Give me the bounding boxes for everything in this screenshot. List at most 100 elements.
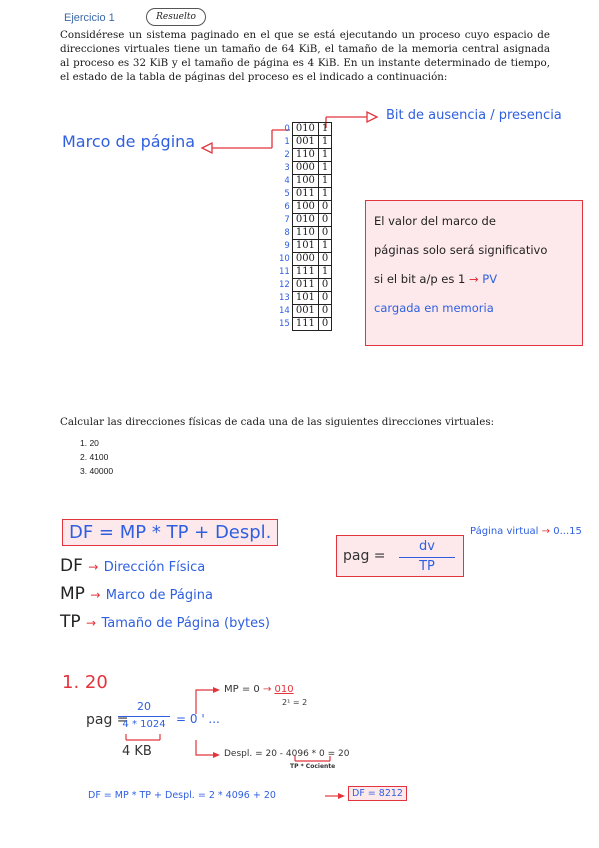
page-index: 7 bbox=[284, 215, 290, 225]
solution-result: = 0 ' ... bbox=[176, 712, 220, 726]
legend-mp: MP → Marco de Página bbox=[60, 584, 213, 604]
presence-bit-cell: 0 bbox=[317, 317, 333, 331]
exercise-title: Ejercicio 1 bbox=[64, 12, 115, 24]
presence-bit-cell: 1 bbox=[317, 135, 333, 149]
presence-bit-label: Bit de ausencia / presencia bbox=[386, 108, 562, 123]
frame-cell: 010 bbox=[291, 213, 319, 227]
page-index: 1 bbox=[284, 137, 290, 147]
frame-cell: 011 bbox=[291, 278, 319, 292]
solution-kb: 4 KB bbox=[122, 744, 152, 759]
frame-cell: 001 bbox=[291, 135, 319, 149]
solution-despl-note: TP * Cociente bbox=[290, 763, 336, 770]
note-box: El valor del marco de páginas solo será … bbox=[365, 200, 583, 346]
presence-bit-cell: 0 bbox=[317, 213, 333, 227]
frame-cell: 100 bbox=[291, 174, 319, 188]
solution-mp-pow: 2¹ = 2 bbox=[282, 698, 308, 707]
frame-cell: 111 bbox=[291, 317, 319, 331]
page-index: 0 bbox=[284, 124, 290, 134]
frame-label: Marco de página bbox=[62, 132, 196, 151]
presence-bit-cell: 0 bbox=[317, 304, 333, 318]
page-index: 2 bbox=[284, 150, 290, 160]
presence-bit-cell: 0 bbox=[317, 200, 333, 214]
frame-cell: 101 bbox=[291, 291, 319, 305]
resolved-badge: Resuelto bbox=[146, 8, 206, 26]
page-index: 9 bbox=[284, 241, 290, 251]
page-index: 13 bbox=[279, 293, 290, 303]
page-index: 4 bbox=[284, 176, 290, 186]
presence-bit-cell: 1 bbox=[317, 187, 333, 201]
presence-bit-cell: 0 bbox=[317, 252, 333, 266]
legend-tp: TP → Tamaño de Página (bytes) bbox=[60, 612, 270, 632]
solution-df-calc: DF = MP * TP + Despl. = 2 * 4096 + 20 bbox=[88, 790, 276, 801]
note-pv: PV bbox=[482, 272, 498, 286]
presence-bit-cell: 1 bbox=[317, 122, 333, 136]
frame-cell: 101 bbox=[291, 239, 319, 253]
presence-bit-cell: 1 bbox=[317, 174, 333, 188]
solution-pag-label: pag = bbox=[86, 712, 129, 728]
note-line-1: El valor del marco de bbox=[374, 214, 496, 228]
solution-mp: MP = 0 → 010 bbox=[224, 684, 294, 695]
note-line-4: cargada en memoria bbox=[374, 301, 494, 315]
problem-statement: Considérese un sistema paginado en el qu… bbox=[60, 29, 550, 83]
frame-cell: 000 bbox=[291, 161, 319, 175]
question-text: Calcular las direcciones físicas de cada… bbox=[60, 416, 495, 428]
page-index: 14 bbox=[279, 306, 290, 316]
frame-cell: 100 bbox=[291, 200, 319, 214]
pag-denominator: TP bbox=[419, 559, 435, 574]
address-item: 2. 4100 bbox=[80, 452, 109, 462]
solution-num: 20 bbox=[137, 700, 151, 713]
address-list: 1. 20 2. 4100 3. 40000 bbox=[80, 436, 113, 478]
presence-bit-cell: 0 bbox=[317, 291, 333, 305]
solution-despl: Despl. = 20 - 4096 * 0 = 20 bbox=[224, 749, 350, 759]
frame-cell: 010 bbox=[291, 122, 319, 136]
page-index: 10 bbox=[279, 254, 290, 264]
address-item: 3. 40000 bbox=[80, 466, 114, 476]
page-index: 12 bbox=[279, 280, 290, 290]
pag-numerator: dv bbox=[419, 539, 435, 554]
df-formula-box: DF = MP * TP + Despl. bbox=[62, 519, 279, 546]
note-line-3: si el bit a/p es 1 → PV bbox=[374, 272, 498, 286]
pag-formula-box: pag = dv TP bbox=[336, 535, 464, 577]
presence-bit-cell: 0 bbox=[317, 226, 333, 240]
solution-1-label: 1. 20 bbox=[62, 672, 108, 693]
presence-bit-cell: 1 bbox=[317, 161, 333, 175]
page-index: 6 bbox=[284, 202, 290, 212]
virtual-page-note: Página virtual → 0...15 bbox=[470, 526, 582, 537]
presence-bit-cell: 1 bbox=[317, 239, 333, 253]
note-line-2: páginas solo será significativo bbox=[374, 243, 548, 257]
page-index: 3 bbox=[284, 163, 290, 173]
page-index: 8 bbox=[284, 228, 290, 238]
presence-bit-cell: 0 bbox=[317, 278, 333, 292]
presence-bit-cell: 1 bbox=[317, 148, 333, 162]
legend-df: DF → Dirección Física bbox=[60, 556, 206, 576]
page-index: 5 bbox=[284, 189, 290, 199]
presence-bit-cell: 1 bbox=[317, 265, 333, 279]
frame-cell: 110 bbox=[291, 148, 319, 162]
page-index: 15 bbox=[279, 319, 290, 329]
frame-cell: 110 bbox=[291, 226, 319, 240]
frame-cell: 001 bbox=[291, 304, 319, 318]
frame-cell: 000 bbox=[291, 252, 319, 266]
page-index: 11 bbox=[279, 267, 290, 277]
frame-cell: 011 bbox=[291, 187, 319, 201]
frame-cell: 111 bbox=[291, 265, 319, 279]
solution-df-result: DF = 8212 bbox=[348, 786, 407, 801]
